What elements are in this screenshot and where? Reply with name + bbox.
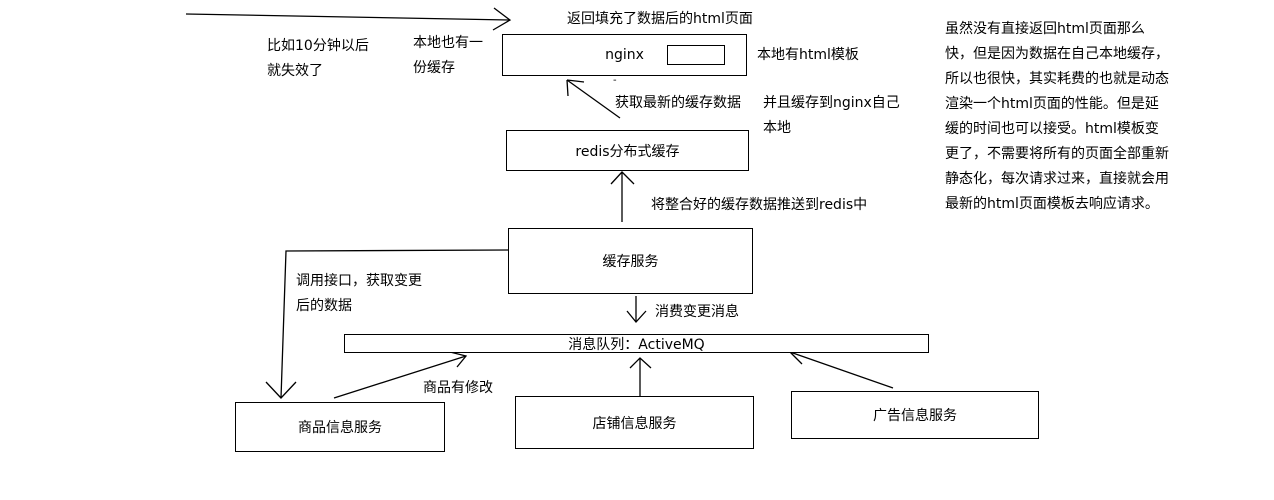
local-cache-label: 本地也有一 份缓存: [413, 35, 483, 76]
consume-msg-label: 消费变更消息: [655, 304, 739, 320]
nginx-template-rect: [667, 45, 725, 65]
cache-service-label: 缓存服务: [602, 254, 659, 270]
ad-to-mq-arrow: [789, 351, 894, 389]
local-template-label: 本地有html模板: [757, 47, 859, 63]
consume-arrowhead: [626, 310, 647, 323]
push-redis-label: 将整合好的缓存数据推送到redis中: [651, 197, 868, 213]
shop-service-label: 店铺信息服务: [592, 415, 677, 432]
mq-label: 消息队列：ActiveMQ: [568, 336, 705, 353]
dash-mark: -: [613, 75, 617, 86]
nginx-label: nginx: [605, 47, 644, 63]
product-to-mq-arrow: [333, 355, 467, 399]
return-page-label: 返回填充了数据后的html页面: [567, 11, 753, 27]
product-service-box: 商品信息服务: [235, 402, 445, 452]
mq-box: 消息队列：ActiveMQ: [344, 334, 929, 353]
redis-box: redis分布式缓存: [506, 130, 749, 171]
response-arrowhead: [492, 7, 512, 31]
call-api-label: 调用接口，获取变更 后的数据: [296, 273, 422, 314]
fetch-latest-label: 获取最新的缓存数据: [615, 95, 741, 111]
shop-to-mq-arrowhead: [629, 357, 652, 369]
product-changed-label: 商品有修改: [423, 380, 493, 396]
fetch-arrow: [566, 79, 621, 119]
store-nginx-label: 并且缓存到nginx自己 本地: [763, 95, 900, 136]
shop-service-box: 店铺信息服务: [515, 396, 754, 449]
ad-service-label: 广告信息服务: [873, 408, 957, 424]
side-note: 虽然没有直接返回html页面那么 快，但是因为数据在自己本地缓存， 所以也很快，…: [945, 21, 1169, 212]
product-service-label: 商品信息服务: [298, 420, 382, 436]
call-api-arrowhead: [265, 381, 297, 399]
push-arrowhead: [610, 171, 635, 185]
ad-service-box: 广告信息服务: [791, 391, 1039, 439]
product-to-mq-arrowhead: [449, 351, 468, 368]
response-arrow: [185, 13, 511, 21]
call-api-line: [280, 249, 509, 399]
expire-label: 比如10分钟以后 就失效了: [267, 38, 369, 79]
cache-service-box: 缓存服务: [508, 228, 753, 294]
fetch-arrowhead: [566, 79, 585, 97]
redis-label: redis分布式缓存: [575, 143, 680, 160]
